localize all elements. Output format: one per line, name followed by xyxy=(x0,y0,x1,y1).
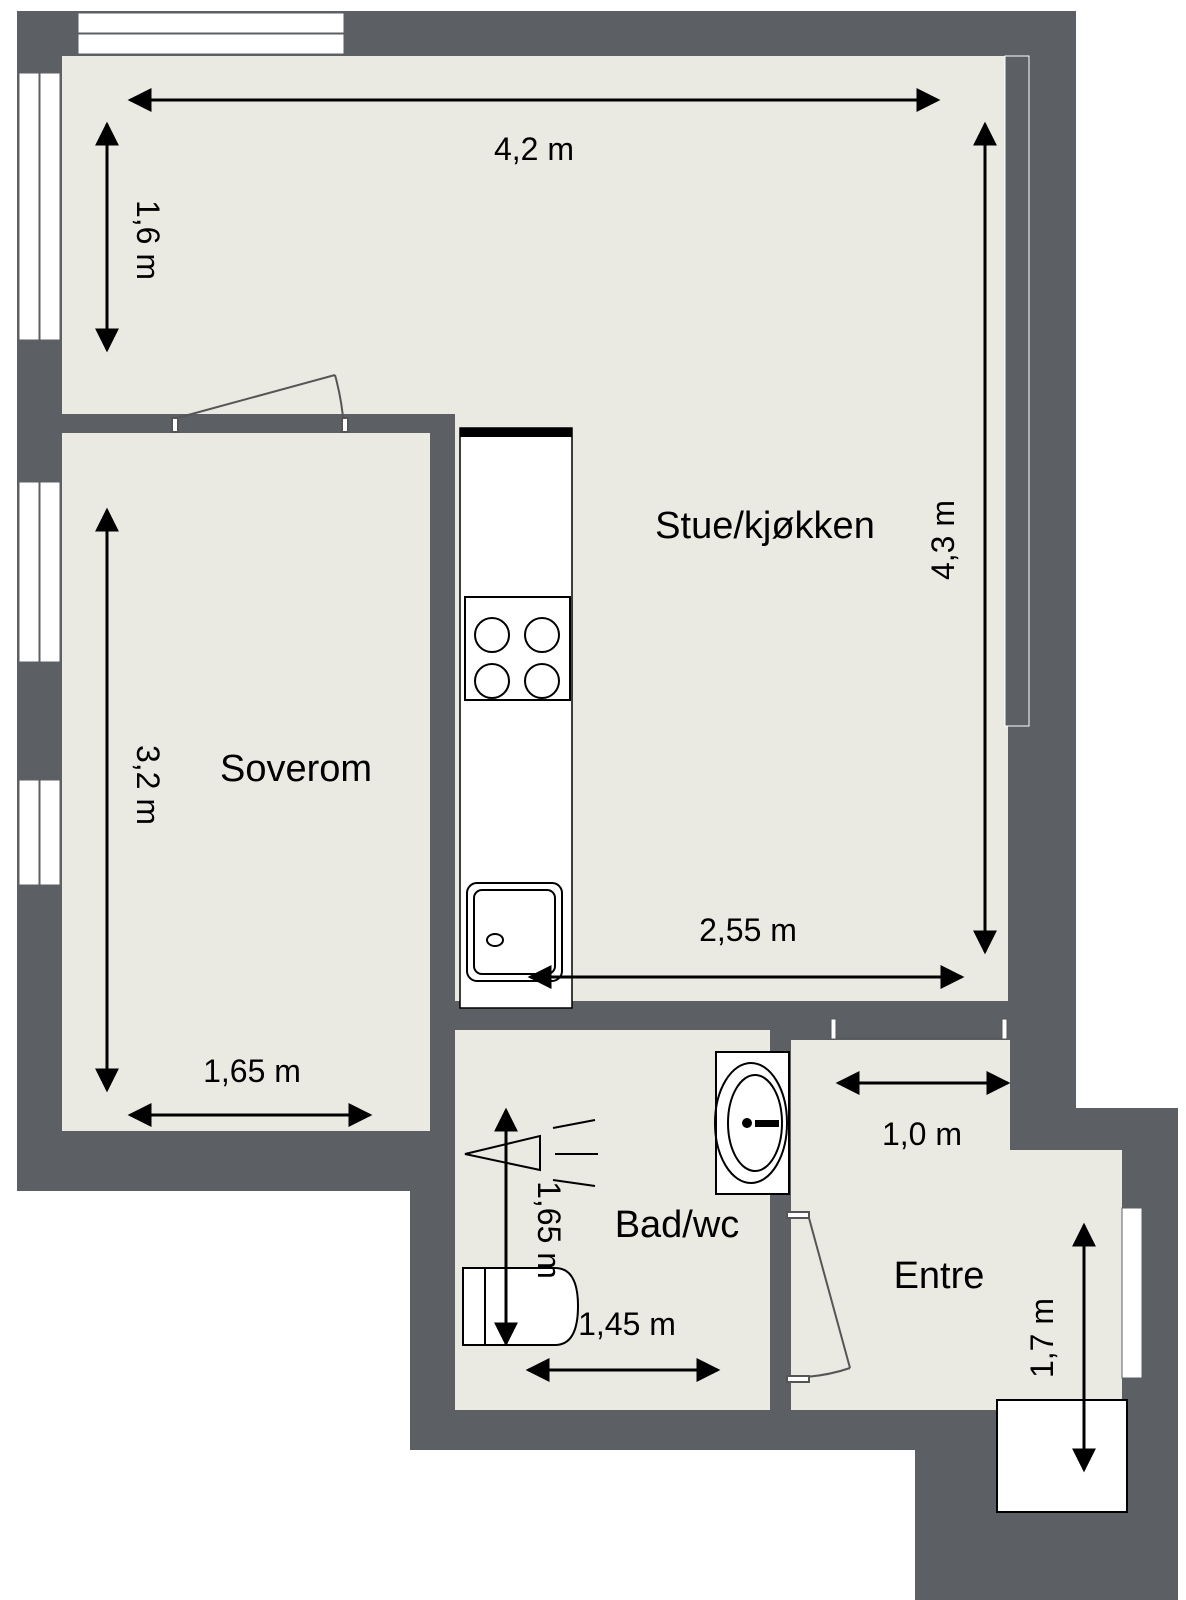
dim-entrance-width: 1,0 m xyxy=(882,1116,962,1152)
dim-living-depth-left: 1,6 m xyxy=(130,200,166,280)
bathroom-fixtures xyxy=(462,1051,790,1346)
room-label-entrance: Entre xyxy=(894,1255,985,1297)
room-label-bedroom: Soverom xyxy=(220,748,372,790)
dim-entrance-length: 1,7 m xyxy=(1024,1298,1060,1378)
room-label-bathroom: Bad/wc xyxy=(615,1204,740,1246)
kitchen-sink-icon xyxy=(466,882,563,982)
bathroom-door[interactable] xyxy=(786,1211,851,1383)
dim-bedroom-length: 3,2 m xyxy=(130,745,166,825)
entrance-opening xyxy=(830,1018,1008,1040)
stove-icon xyxy=(464,596,571,701)
bedroom-door[interactable] xyxy=(171,374,349,433)
windows xyxy=(18,12,1143,1379)
washbasin-icon xyxy=(714,1051,790,1195)
dim-living-width: 4,2 m xyxy=(494,131,574,167)
room-label-living-kitchen: Stue/kjøkken xyxy=(655,505,875,547)
dim-bathroom-width: 1,45 m xyxy=(578,1306,676,1342)
kitchen-counter xyxy=(459,427,573,1009)
dimension-arrows xyxy=(95,88,1096,1473)
dim-living-depth-right: 4,3 m xyxy=(925,500,961,580)
dim-kitchen-width: 2,55 m xyxy=(699,912,797,948)
dim-bathroom-length: 1,65 m xyxy=(531,1181,567,1279)
dim-bedroom-width: 1,65 m xyxy=(203,1053,301,1089)
toilet-icon xyxy=(462,1267,580,1346)
floors xyxy=(62,56,1128,1513)
